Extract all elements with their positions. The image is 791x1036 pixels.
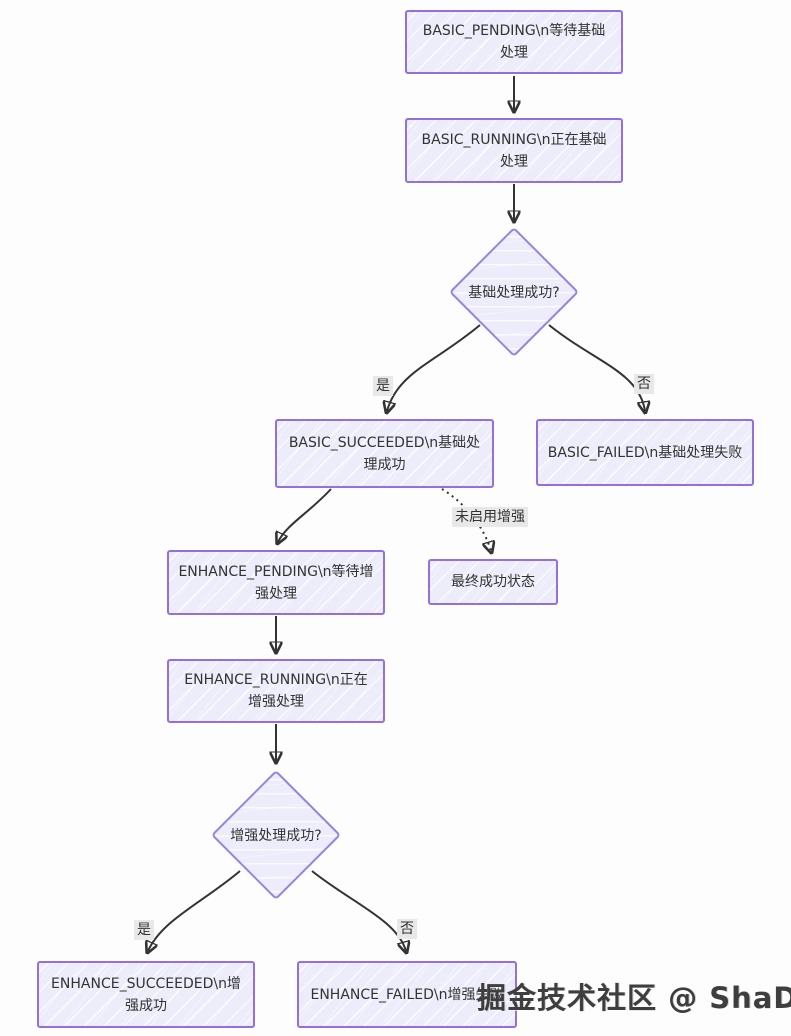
edge-decision2-no-to-enhance-failed xyxy=(311,870,406,951)
node-basic-running: BASIC_RUNNING\n正在基础处理 xyxy=(405,118,623,183)
node-basic-succeeded: BASIC_SUCCEEDED\n基础处理成功 xyxy=(275,419,494,488)
edge-label-enhance-disabled: 未启用增强 xyxy=(452,507,528,527)
node-label: BASIC_RUNNING\n正在基础处理 xyxy=(421,131,607,170)
node-enhance-pending: ENHANCE_PENDING\n等待增强处理 xyxy=(167,550,385,615)
node-label: ENHANCE_FAILED\n增强失败 xyxy=(310,986,504,1003)
node-basic-pending: BASIC_PENDING\n等待基础处理 xyxy=(405,10,623,74)
node-label: ENHANCE_SUCCEEDED\n增强成功 xyxy=(51,975,241,1014)
node-label: BASIC_SUCCEEDED\n基础处理成功 xyxy=(288,434,481,473)
node-label: BASIC_PENDING\n等待基础处理 xyxy=(422,23,606,61)
node-label: BASIC_FAILED\n基础处理失败 xyxy=(547,444,743,461)
edge-decision2-yes-to-enhance-succeeded xyxy=(148,870,241,951)
node-enhance-running: ENHANCE_RUNNING\n正在增强处理 xyxy=(167,659,385,723)
edge-basic-succeeded-to-enhance-pending xyxy=(278,488,332,542)
node-enhance-succeeded: ENHANCE_SUCCEEDED\n增强成功 xyxy=(37,961,255,1028)
watermark: 掘金技术社区 @ ShaDow xyxy=(477,981,791,1015)
edge-decision-no-to-basic-failed xyxy=(548,324,645,411)
node-enhance-failed: ENHANCE_FAILED\n增强失败 xyxy=(297,961,517,1028)
node-basic-failed: BASIC_FAILED\n基础处理失败 xyxy=(536,419,754,486)
edge-label-enhance-yes: 是 xyxy=(134,920,154,940)
edge-label-basic-no: 否 xyxy=(634,374,654,394)
node-final-success: 最终成功状态 xyxy=(428,559,558,605)
node-label: ENHANCE_PENDING\n等待增强处理 xyxy=(178,563,374,602)
edge-label-basic-yes: 是 xyxy=(373,376,393,396)
node-label: ENHANCE_RUNNING\n正在增强处理 xyxy=(184,672,368,710)
node-label: 最终成功状态 xyxy=(451,574,535,590)
decision-enhance-label: 增强处理成功? xyxy=(230,828,322,844)
edge-decision-yes-to-basic-succeeded xyxy=(387,324,481,411)
edge-label-enhance-no: 否 xyxy=(397,919,417,939)
decision-basic-label: 基础处理成功? xyxy=(468,285,560,301)
